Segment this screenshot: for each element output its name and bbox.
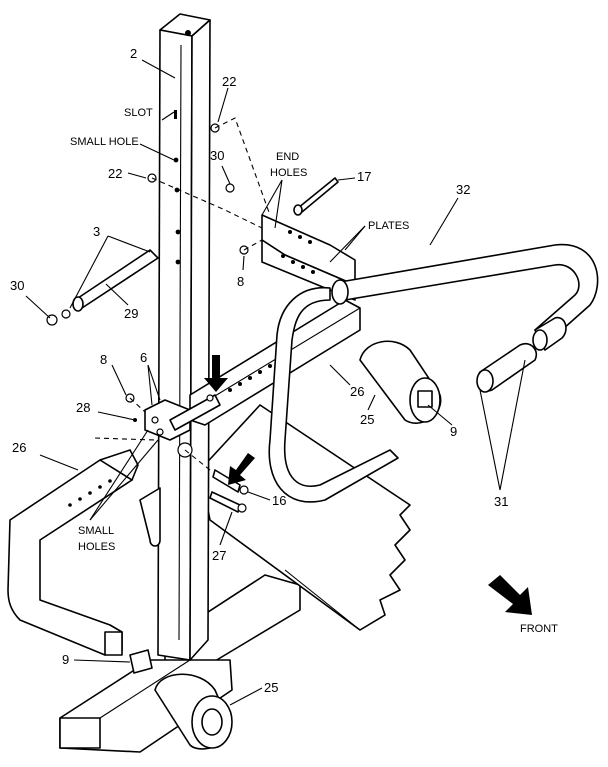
label-31: 31 bbox=[494, 494, 508, 509]
label-22-top: 22 bbox=[222, 74, 236, 89]
label-8-lower: 8 bbox=[100, 352, 107, 367]
label-28: 28 bbox=[76, 400, 90, 415]
label-27: 27 bbox=[212, 548, 226, 563]
leg-loop bbox=[268, 286, 399, 503]
upright-post bbox=[157, 13, 211, 661]
handle-bar bbox=[331, 244, 599, 346]
bolt-17 bbox=[293, 177, 339, 216]
roller-pad-upper bbox=[359, 340, 442, 424]
label-6: 6 bbox=[140, 350, 147, 365]
front-arrow-icon bbox=[488, 575, 532, 615]
leader-lines bbox=[25, 59, 526, 706]
label-2: 2 bbox=[130, 46, 137, 61]
label-25-upper: 25 bbox=[360, 412, 374, 427]
foot-cylinder-front bbox=[154, 673, 233, 750]
label-25-lower: 25 bbox=[264, 680, 278, 695]
label-end: END bbox=[276, 151, 299, 163]
label-30-top: 30 bbox=[210, 148, 224, 163]
label-26-right: 26 bbox=[350, 384, 364, 399]
label-front: FRONT bbox=[520, 623, 558, 635]
pin-29 bbox=[72, 249, 159, 312]
label-30-left: 30 bbox=[10, 278, 24, 293]
label-slot: SLOT bbox=[124, 107, 153, 119]
label-8-upper: 8 bbox=[237, 274, 244, 289]
lower-left-frame bbox=[7, 449, 139, 656]
end-cap-9 bbox=[129, 649, 153, 674]
label-26-left: 26 bbox=[12, 440, 26, 455]
label-small-hole: SMALL HOLE bbox=[70, 136, 139, 148]
label-plates: PLATES bbox=[368, 220, 409, 232]
washer-30-upper bbox=[225, 183, 235, 193]
nut-22-upper bbox=[210, 123, 220, 133]
roller-pad-right bbox=[476, 316, 567, 393]
pointer-arrow-icon bbox=[204, 355, 228, 392]
pointer-arrow-icon bbox=[228, 453, 255, 485]
assembly-lines bbox=[94, 117, 271, 471]
label-22-left: 22 bbox=[108, 166, 122, 181]
label-holes-lower: HOLES bbox=[78, 541, 115, 553]
bolt-27 bbox=[209, 491, 247, 513]
label-16: 16 bbox=[272, 493, 286, 508]
label-9-left: 9 bbox=[62, 652, 69, 667]
label-17: 17 bbox=[357, 169, 371, 184]
washer-3-left bbox=[61, 309, 71, 319]
callout-labels: 2 22 SLOT SMALL HOLE 22 30 END HOLES 17 … bbox=[10, 46, 558, 695]
label-3: 3 bbox=[93, 224, 100, 239]
label-small: SMALL bbox=[78, 525, 114, 537]
label-32: 32 bbox=[456, 182, 470, 197]
label-9-right: 9 bbox=[450, 424, 457, 439]
support-tube bbox=[139, 487, 161, 547]
label-holes-top: HOLES bbox=[270, 167, 307, 179]
seat-board bbox=[199, 404, 411, 631]
plates-lower bbox=[144, 394, 221, 458]
label-29: 29 bbox=[124, 306, 138, 321]
